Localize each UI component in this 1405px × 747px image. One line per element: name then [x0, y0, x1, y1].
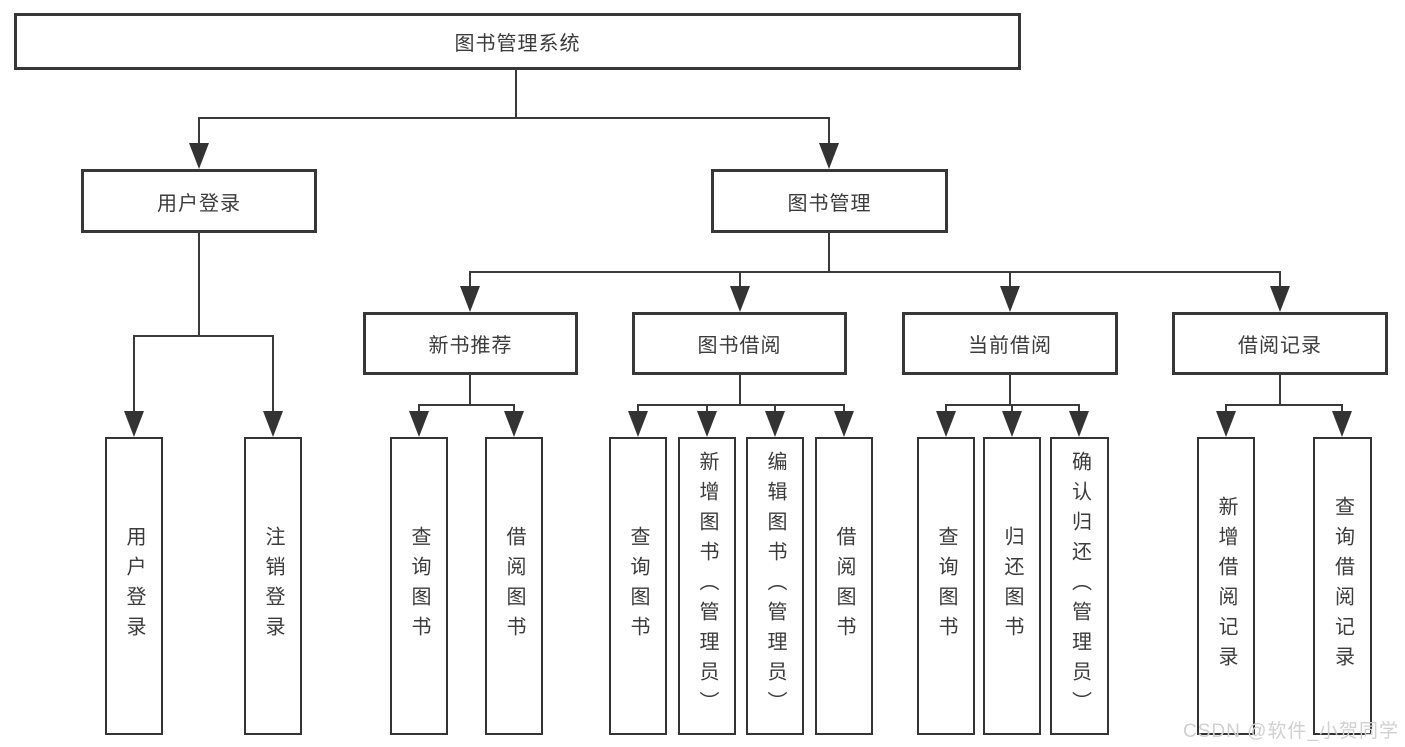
leaf-label: 确认归还（管理员） [1068, 451, 1091, 721]
arrowhead-down-icon [263, 411, 283, 437]
connector-line [469, 271, 471, 291]
arrowhead-down-icon [834, 411, 854, 437]
node-library-management-system: 图书管理系统 [14, 13, 1021, 70]
connector-line [1341, 404, 1343, 416]
connector-line [1009, 271, 1011, 291]
connector-line [1078, 404, 1080, 416]
connector-line [637, 404, 639, 416]
connector-line [774, 404, 776, 416]
leaf-confirm-return-admin: 确认归还（管理员） [1050, 437, 1109, 735]
leaf-borrow-book-2: 借阅图书 [815, 437, 873, 735]
connector-line [739, 271, 741, 291]
connector-line [469, 271, 1281, 273]
leaf-label: 查询图书 [408, 526, 430, 646]
node-label: 图书借阅 [697, 335, 782, 357]
connector-line [843, 404, 845, 416]
leaf-query-borrow-record: 查询借阅记录 [1313, 437, 1372, 735]
arrowhead-down-icon [409, 411, 429, 437]
leaf-logout: 注销登录 [244, 437, 302, 735]
leaf-edit-book-admin: 编辑图书（管理员） [746, 437, 804, 735]
leaf-add-book-admin: 新增图书（管理员） [678, 437, 736, 735]
leaf-label: 新增借阅记录 [1215, 496, 1237, 676]
leaf-label: 用户登录 [123, 526, 145, 646]
arrowhead-down-icon [697, 411, 717, 437]
watermark: CSDN @软件_小贺同学 [1183, 721, 1399, 742]
connector-line [706, 404, 708, 416]
node-label: 用户登录 [157, 192, 241, 215]
connector-line [945, 404, 947, 416]
connector-line [1225, 404, 1343, 406]
connector-line [133, 335, 135, 415]
arrowhead-down-icon [1216, 411, 1236, 437]
arrowhead-down-icon [189, 143, 209, 169]
arrowhead-down-icon [819, 143, 839, 169]
node-label: 借阅记录 [1238, 335, 1322, 357]
arrowhead-down-icon [460, 286, 480, 312]
connector-line [198, 232, 200, 337]
connector-line [1011, 404, 1013, 416]
arrowhead-down-icon [1270, 286, 1290, 312]
leaf-add-borrow-record: 新增借阅记录 [1197, 437, 1255, 735]
node-book-borrow: 图书借阅 [632, 312, 847, 375]
leaf-label: 新增图书（管理员） [696, 451, 718, 721]
node-label: 图书管理系统 [454, 33, 581, 55]
arrowhead-down-icon [730, 286, 750, 312]
leaf-return-book: 归还图书 [983, 437, 1041, 735]
arrowhead-down-icon [504, 411, 524, 437]
connector-line [198, 117, 830, 119]
arrowhead-down-icon [1000, 286, 1020, 312]
connector-line [198, 117, 200, 147]
node-borrow-record: 借阅记录 [1172, 312, 1388, 375]
leaf-label: 查询借阅记录 [1331, 496, 1354, 676]
connector-line [513, 404, 515, 416]
leaf-label: 查询图书 [627, 526, 649, 646]
node-new-book-recommend: 新书推荐 [363, 312, 578, 375]
connector-line [515, 69, 517, 119]
connector-line [828, 232, 830, 273]
node-user-login-branch: 用户登录 [81, 169, 317, 233]
connector-line [739, 374, 741, 406]
connector-line [418, 404, 515, 406]
leaf-label: 借阅图书 [503, 526, 525, 646]
connector-line [1009, 374, 1011, 406]
node-current-borrow: 当前借阅 [902, 312, 1118, 375]
arrowhead-down-icon [1002, 411, 1022, 437]
leaf-label: 编辑图书（管理员） [764, 451, 786, 721]
arrowhead-down-icon [628, 411, 648, 437]
node-label: 新书推荐 [428, 335, 513, 357]
connector-line [272, 335, 274, 415]
connector-line [1279, 271, 1281, 291]
connector-line [133, 335, 274, 337]
node-book-management-branch: 图书管理 [711, 169, 948, 233]
leaf-borrow-book-1: 借阅图书 [485, 437, 543, 735]
leaf-query-book-1: 查询图书 [390, 437, 448, 735]
leaf-user-login: 用户登录 [105, 437, 163, 735]
leaf-query-book-3: 查询图书 [917, 437, 975, 735]
connector-line [637, 404, 845, 406]
leaf-label: 借阅图书 [833, 526, 855, 646]
leaf-query-book-2: 查询图书 [609, 437, 667, 735]
arrowhead-down-icon [124, 411, 144, 437]
connector-line [469, 374, 471, 406]
connector-line [1225, 404, 1227, 416]
arrowhead-down-icon [1332, 411, 1352, 437]
arrowhead-down-icon [765, 411, 785, 437]
leaf-label: 归还图书 [1001, 526, 1023, 646]
node-label: 当前借阅 [968, 335, 1052, 357]
connector-line [1279, 374, 1281, 406]
connector-line [828, 117, 830, 147]
node-label: 图书管理 [787, 192, 872, 215]
connector-line [418, 404, 420, 416]
arrowhead-down-icon [1069, 411, 1089, 437]
leaf-label: 查询图书 [935, 526, 957, 646]
arrowhead-down-icon [936, 411, 956, 437]
leaf-label: 注销登录 [262, 526, 284, 646]
